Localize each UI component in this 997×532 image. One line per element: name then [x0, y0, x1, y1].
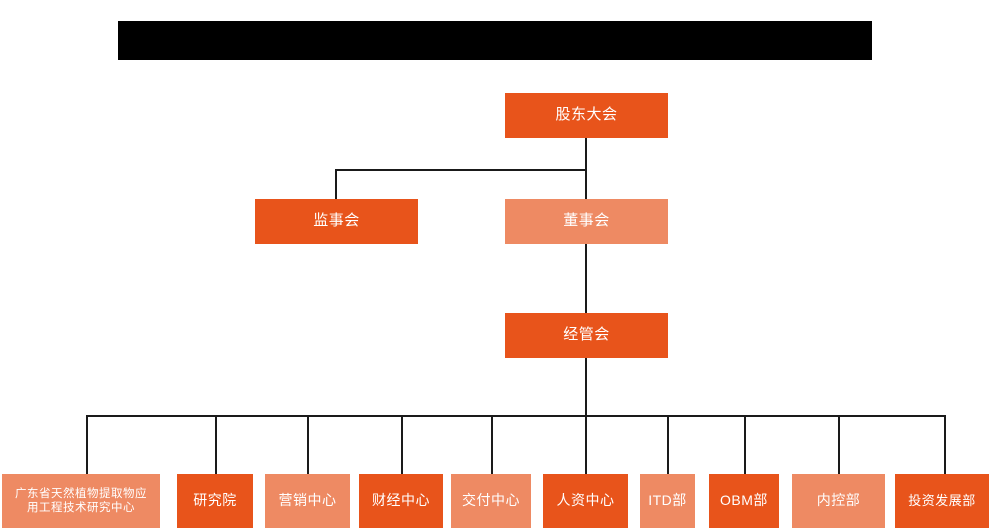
node-marketing-center-label: 营销中心: [278, 492, 337, 509]
node-shareholders[interactable]: 股东大会: [505, 93, 668, 138]
connector-drop-gd-research-center: [86, 415, 88, 474]
node-research-institute-label: 研究院: [193, 492, 237, 509]
node-obm-dept-label: OBM部: [720, 492, 768, 509]
node-supervisory-board[interactable]: 监事会: [255, 199, 418, 244]
node-internal-control-dept[interactable]: 内控部: [792, 474, 885, 528]
connector-drop-internal-control-dept: [838, 415, 840, 474]
node-gd-research-center-label: 广东省天然植物提取物应 用工程技术研究中心: [5, 487, 157, 516]
node-itd-dept-label: ITD部: [648, 492, 687, 509]
connector-level2-bus: [335, 169, 587, 171]
connector-drop-hr-center: [585, 415, 587, 474]
node-board-of-directors-label: 董事会: [563, 212, 610, 230]
node-investment-development-dept[interactable]: 投资发展部: [895, 474, 989, 528]
node-finance-center-label: 财经中心: [372, 492, 430, 509]
connector-to-supervisory-board: [335, 169, 337, 199]
node-shareholders-label: 股东大会: [555, 106, 618, 124]
connector-management-down: [585, 357, 587, 415]
node-marketing-center[interactable]: 营销中心: [265, 474, 350, 528]
connector-drop-itd-dept: [667, 415, 669, 474]
node-gd-research-center-label-line2: 用工程技术研究中心: [27, 502, 135, 514]
connector-board-to-management: [585, 243, 587, 313]
node-internal-control-dept-label: 内控部: [816, 492, 861, 509]
node-investment-development-dept-label: 投资发展部: [908, 492, 976, 508]
node-board-of-directors[interactable]: 董事会: [505, 199, 668, 244]
node-obm-dept[interactable]: OBM部: [709, 474, 779, 528]
connector-to-board-of-directors: [585, 169, 587, 199]
connector-drop-obm-dept: [744, 415, 746, 474]
node-hr-center-label: 人资中心: [556, 492, 615, 509]
node-research-institute[interactable]: 研究院: [177, 474, 253, 528]
connector-drop-finance-center: [401, 415, 403, 474]
connector-shareholders-down: [585, 138, 587, 170]
node-itd-dept[interactable]: ITD部: [640, 474, 695, 528]
node-gd-research-center-label-line1: 广东省天然植物提取物应: [15, 487, 147, 500]
node-management-committee-label: 经管会: [563, 326, 610, 344]
connector-drop-investment-development-dept: [944, 415, 946, 474]
connector-level4-bus: [86, 415, 945, 417]
node-hr-center[interactable]: 人资中心: [543, 474, 628, 528]
node-gd-research-center[interactable]: 广东省天然植物提取物应 用工程技术研究中心: [2, 474, 160, 528]
connector-drop-marketing-center: [307, 415, 309, 474]
connector-drop-delivery-center: [491, 415, 493, 474]
node-delivery-center-label: 交付中心: [462, 492, 520, 509]
node-finance-center[interactable]: 财经中心: [359, 474, 443, 528]
node-delivery-center[interactable]: 交付中心: [451, 474, 531, 528]
node-supervisory-board-label: 监事会: [313, 212, 360, 230]
title-banner-redacted: [118, 21, 872, 60]
node-management-committee[interactable]: 经管会: [505, 313, 668, 358]
connector-drop-research-institute: [215, 415, 217, 474]
